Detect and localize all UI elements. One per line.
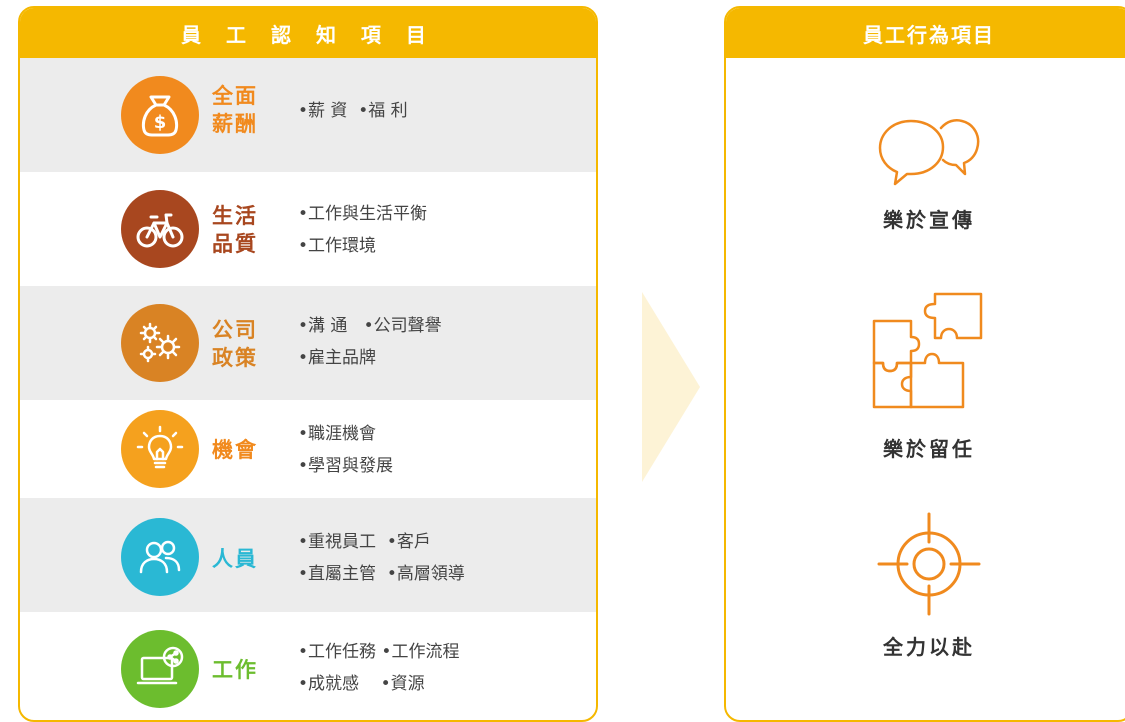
target-icon <box>877 512 981 616</box>
item-line: •職涯機會 <box>298 424 377 444</box>
flow-arrow-icon <box>642 292 700 482</box>
item-line: •工作與生活平衡 <box>298 204 428 224</box>
category-items: •職涯機會 •學習與發展 <box>298 418 393 482</box>
bicycle-icon <box>121 190 199 268</box>
behavior-label: 樂於宣傳 <box>883 208 975 232</box>
category-row-compensation: $ 全面 薪酬 •薪 資 •福 利 <box>20 58 596 172</box>
behavior-label: 全力以赴 <box>883 635 975 659</box>
cognition-header: 員 工 認 知 項 目 <box>20 8 596 58</box>
people-icon <box>121 518 199 596</box>
behavior-header: 員工行為項目 <box>726 8 1125 58</box>
category-items: •工作任務 •工作流程 •成就感 •資源 <box>298 636 459 700</box>
category-items: •溝 通 •公司聲譽 •雇主品牌 <box>298 310 442 374</box>
svg-text:$: $ <box>154 112 167 133</box>
item-line: •溝 通 •公司聲譽 <box>298 316 442 336</box>
item-line: •薪 資 •福 利 <box>298 101 408 121</box>
category-label: 全面 薪酬 <box>212 84 258 136</box>
item-line: •重視員工 •客戶 <box>298 532 431 552</box>
category-label: 人員 <box>212 547 258 571</box>
category-items: •工作與生活平衡 •工作環境 <box>298 198 427 262</box>
money-bag-icon: $ <box>121 76 199 154</box>
laptop-share-icon <box>121 630 199 708</box>
puzzle-icon <box>872 292 983 409</box>
item-line: •學習與發展 <box>298 456 394 476</box>
speech-bubbles-icon <box>878 119 980 186</box>
item-line: •雇主品牌 <box>298 348 377 368</box>
item-line: •工作環境 <box>298 236 377 256</box>
lightbulb-icon <box>121 410 199 488</box>
category-row-opportunity: 機會 •職涯機會 •學習與發展 <box>20 400 596 498</box>
category-row-work: 工作 •工作任務 •工作流程 •成就感 •資源 <box>20 612 596 720</box>
category-label: 機會 <box>212 438 258 462</box>
category-label: 生活 品質 <box>212 204 258 256</box>
category-items: •重視員工 •客戶 •直屬主管 •高層領導 <box>298 526 465 590</box>
category-label: 公司 政策 <box>212 318 258 370</box>
cognition-panel: 員 工 認 知 項 目 $ 全面 薪酬 •薪 資 •福 利 <box>18 6 598 722</box>
category-row-company-policy: 公司 政策 •溝 通 •公司聲譽 •雇主品牌 <box>20 286 596 400</box>
category-items: •薪 資 •福 利 <box>298 95 408 127</box>
category-label: 工作 <box>212 658 258 682</box>
item-line: •成就感 •資源 <box>298 674 425 694</box>
category-row-quality-of-life: 生活 品質 •工作與生活平衡 •工作環境 <box>20 172 596 286</box>
item-line: •工作任務 •工作流程 <box>298 642 460 662</box>
behavior-label: 樂於留任 <box>883 437 975 461</box>
gears-icon <box>121 304 199 382</box>
behavior-panel: 員工行為項目 樂於宣傳 樂於留任 全力以赴 <box>724 6 1125 722</box>
item-line: •直屬主管 •高層領導 <box>298 564 465 584</box>
category-row-people: 人員 •重視員工 •客戶 •直屬主管 •高層領導 <box>20 498 596 612</box>
